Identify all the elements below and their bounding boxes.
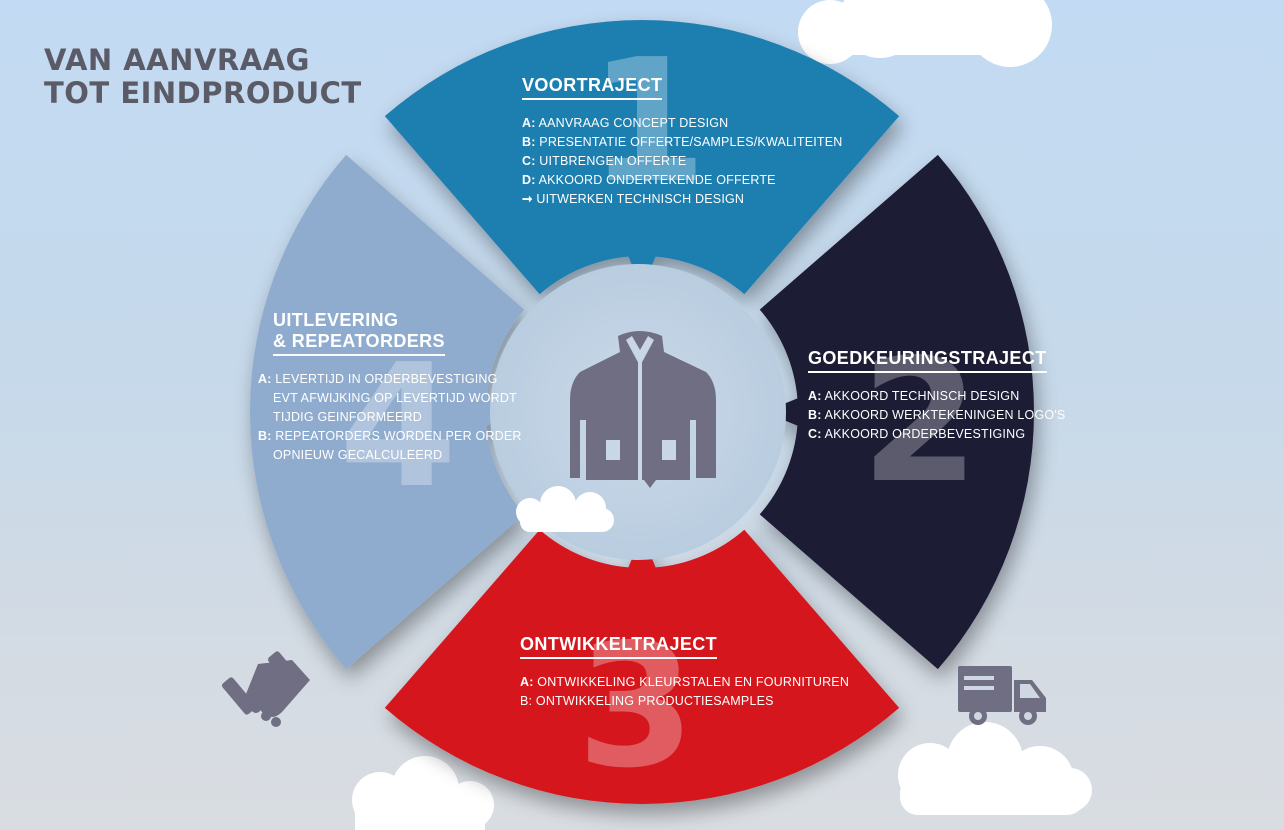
segment-uitlevering: UITLEVERING & REPEATORDERS A: LEVERTIJD … <box>258 310 522 465</box>
segment-heading: UITLEVERING & REPEATORDERS <box>273 310 445 356</box>
segment-3-arc <box>384 529 900 804</box>
segment-voortraject: VOORTRAJECT A: AANVRAAG CONCEPT DESIGN B… <box>522 75 843 209</box>
list-item: A: ONTWIKKELING KLEURSTALEN EN FOURNITUR… <box>520 675 850 689</box>
title-line-2: TOT EINDPRODUCT <box>44 76 362 110</box>
cloud-icon <box>516 486 614 532</box>
list-item: C: UITBRENGEN OFFERTE <box>522 154 687 168</box>
segment-number-2: 2 <box>861 323 979 521</box>
cloud-icon <box>898 722 1092 815</box>
segment-heading: ONTWIKKELTRAJECT <box>520 634 718 659</box>
segment-item-list: A: AKKOORD TECHNISCH DESIGN B: AKKOORD W… <box>808 387 1065 444</box>
list-item: B: ONTWIKKELING PRODUCTIESAMPLES <box>520 694 774 708</box>
segment-number-1: 1 <box>589 23 707 221</box>
segment-item-list: A: AANVRAAG CONCEPT DESIGN B: PRESENTATI… <box>522 114 843 209</box>
segment-number-4: 4 <box>339 328 457 526</box>
list-item: A: AKKOORD TECHNISCH DESIGN <box>808 389 1020 403</box>
list-item: D: AKKOORD ONDERTEKENDE OFFERTE <box>522 173 776 187</box>
segment-4-arc <box>250 154 525 670</box>
list-item: B: REPEATORDERS WORDEN PER ORDER <box>258 429 522 443</box>
delivery-truck-icon <box>958 666 1046 725</box>
list-item: B: PRESENTATIE OFFERTE/SAMPLES/KWALITEIT… <box>522 135 843 149</box>
list-item: A: AANVRAAG CONCEPT DESIGN <box>522 116 729 130</box>
segment-ontwikkeltraject: ONTWIKKELTRAJECT A: ONTWIKKELING KLEURST… <box>520 634 849 711</box>
list-item: EVT AFWIJKING OP LEVERTIJD WORDT <box>273 391 517 405</box>
cloud-icon <box>798 0 1052 67</box>
cloud-icon <box>352 756 494 830</box>
list-item: TIJDIG GEINFORMEERD <box>273 410 422 424</box>
title-line-1: VAN AANVRAAG <box>44 43 310 77</box>
list-item: ➞ UITWERKEN TECHNISCH DESIGN <box>522 192 745 206</box>
page-title: VAN AANVRAAG TOT EINDPRODUCT <box>44 44 362 110</box>
segment-item-list: A: ONTWIKKELING KLEURSTALEN EN FOURNITUR… <box>520 673 849 711</box>
jacket-icon <box>570 331 716 488</box>
segment-item-list: A: LEVERTIJD IN ORDERBEVESTIGING EVT AFW… <box>258 370 522 465</box>
segment-heading: VOORTRAJECT <box>522 75 663 100</box>
list-item: A: LEVERTIJD IN ORDERBEVESTIGING <box>258 372 498 386</box>
list-item: C: AKKOORD ORDERBEVESTIGING <box>808 427 1026 441</box>
segment-goedkeuringstraject: GOEDKEURINGSTRAJECT A: AKKOORD TECHNISCH… <box>808 348 1065 444</box>
handshake-icon <box>222 651 310 727</box>
segment-2-arc <box>759 154 1034 670</box>
list-item: B: AKKOORD WERKTEKENINGEN LOGO'S <box>808 408 1066 422</box>
list-item: OPNIEUW GECALCULEERD <box>273 448 443 462</box>
segment-heading: GOEDKEURINGSTRAJECT <box>808 348 1047 373</box>
segment-number-3: 3 <box>577 608 695 806</box>
segment-1-arc <box>384 20 900 295</box>
